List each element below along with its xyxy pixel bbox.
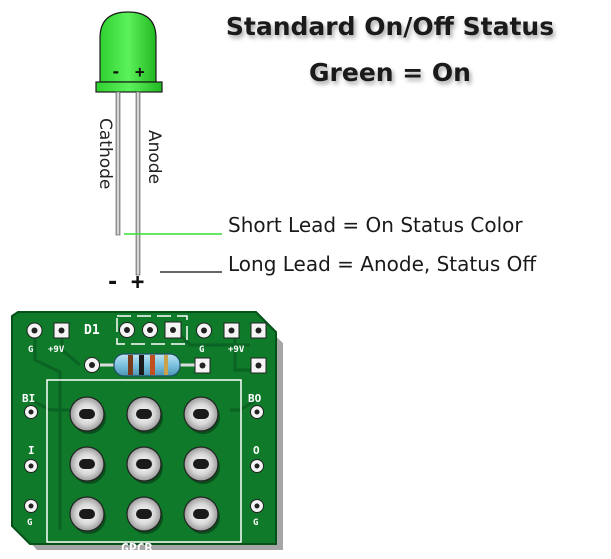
- cathode-label: Cathode: [95, 118, 115, 190]
- silk-9v-right: +9V: [228, 345, 245, 355]
- side-pads: [24, 405, 264, 513]
- silk-d1: D1: [84, 323, 100, 338]
- led-cathode-leg: [115, 91, 121, 236]
- footswitch-pad-6: [183, 446, 220, 484]
- footswitch-pad-4: [69, 446, 106, 484]
- footswitch-pad-1: [69, 396, 106, 434]
- silk-bo: BO: [248, 392, 262, 405]
- footswitch-pad-2: [126, 396, 163, 434]
- silk-9v-left: +9V: [48, 345, 65, 355]
- anode-label: Anode: [144, 130, 164, 185]
- polarity-minus: -: [106, 270, 120, 295]
- footswitch-pad-grid: [69, 396, 220, 534]
- silk-g-bottom-left: G: [27, 518, 32, 528]
- silk-bi: BI: [22, 392, 35, 405]
- led-plus-mark: +: [135, 62, 145, 81]
- silk-g-mid: G: [199, 345, 204, 355]
- footswitch-pad-7: [69, 496, 106, 534]
- polarity-plus: +: [131, 270, 145, 295]
- led-minus-mark: -: [111, 62, 121, 81]
- led-body: [95, 11, 163, 93]
- silk-o: O: [253, 444, 260, 457]
- top-row-pads: [26, 315, 267, 345]
- led-anode-leg: [135, 91, 141, 276]
- short-lead-note: Short Lead = On Status Color: [228, 213, 523, 237]
- footswitch-pad-3: [183, 396, 220, 434]
- title-line-1: Standard On/Off Status: [225, 12, 555, 41]
- silk-g-bottom-right: G: [253, 518, 258, 528]
- footswitch-outline: [46, 379, 242, 543]
- silk-i: I: [28, 444, 35, 457]
- title-line-2: Green = On: [309, 58, 471, 87]
- silk-g-left: G: [28, 345, 33, 355]
- resistor: [84, 353, 267, 377]
- footswitch-pad-5: [126, 446, 163, 484]
- silk-brand: GPCB: [121, 542, 152, 557]
- footswitch-pad-8: [126, 496, 163, 534]
- footswitch-pad-9: [183, 496, 220, 534]
- long-lead-note: Long Lead = Anode, Status Off: [228, 252, 537, 276]
